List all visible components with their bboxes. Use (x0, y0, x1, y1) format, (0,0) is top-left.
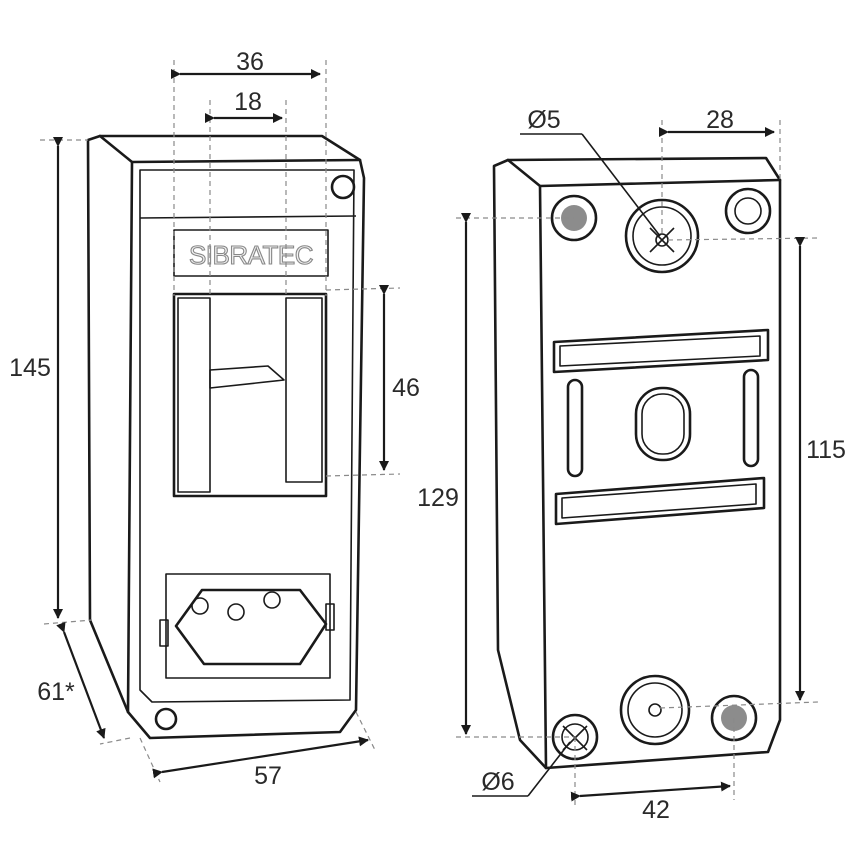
breaker-slot-left (177, 297, 211, 493)
rear-hole-top-left-ring (550, 194, 598, 242)
rear-hole-top-right (734, 197, 762, 225)
dim-145: 145 (9, 354, 51, 382)
socket-tab-left (159, 619, 169, 647)
socket-pin-left (191, 597, 209, 615)
rear-boss-bottom (619, 674, 691, 746)
front-side-edge (98, 134, 134, 714)
dim-57: 57 (254, 762, 282, 790)
front-face-band (139, 215, 357, 219)
breaker-window (172, 292, 328, 498)
rear-boss-top (624, 198, 700, 274)
socket-pin-right (263, 591, 281, 609)
front-screw-top (330, 174, 356, 200)
rear-view: Ø5 28 115 129 Ø6 42 (417, 106, 846, 824)
socket-pin-center (227, 603, 245, 621)
socket-outline (174, 588, 328, 666)
rear-boss-top-inner (632, 206, 692, 266)
dim-115: 115 (806, 436, 846, 464)
rear-boss-bottom-hole (648, 703, 662, 717)
dim-28: 28 (706, 106, 734, 134)
rear-boss-bottom-inner (627, 682, 683, 738)
front-face-inner (139, 169, 355, 703)
socket-tab-right (325, 603, 335, 631)
rear-body-outline (492, 156, 782, 770)
rear-face-top (538, 178, 782, 188)
dim-42: 42 (642, 796, 670, 824)
rail-slot-bottom (554, 476, 766, 526)
rail-latch (634, 386, 692, 462)
rear-hole-top-right-ring (724, 187, 772, 235)
dim-61: 61* (37, 678, 75, 706)
rail-guide-left (566, 378, 584, 478)
dim-d6: Ø6 (481, 768, 514, 796)
dim-18: 18 (234, 88, 262, 116)
rear-side-edge (506, 158, 548, 770)
dim-d5: Ø5 (527, 106, 560, 134)
front-body-outline (86, 134, 366, 740)
rail-slot-top (552, 328, 770, 374)
front-view: SIBRATEC 36 18 145 (9, 48, 420, 790)
socket-frame (165, 573, 331, 679)
brand-label: SIBRATEC (189, 240, 313, 270)
breaker-lever (209, 365, 285, 389)
dim-129: 129 (417, 484, 459, 512)
dim-46: 46 (392, 374, 420, 402)
rail-guide-right (742, 368, 760, 468)
front-screw-bottom (154, 707, 178, 731)
dim-36: 36 (236, 48, 264, 76)
breaker-slot-right (285, 297, 323, 483)
front-face-top (130, 158, 362, 164)
